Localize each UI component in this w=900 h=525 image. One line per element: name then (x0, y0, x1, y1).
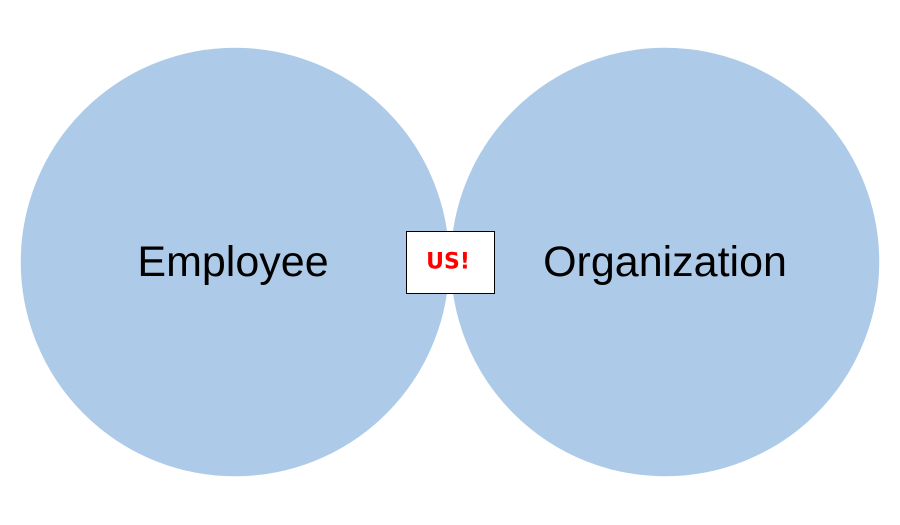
us-label: US! (426, 250, 470, 275)
organization-label: Organization (543, 238, 787, 286)
organization-circle (450, 47, 880, 477)
employee-label: Employee (137, 238, 328, 286)
employee-circle (20, 47, 450, 477)
us-box (406, 231, 495, 294)
